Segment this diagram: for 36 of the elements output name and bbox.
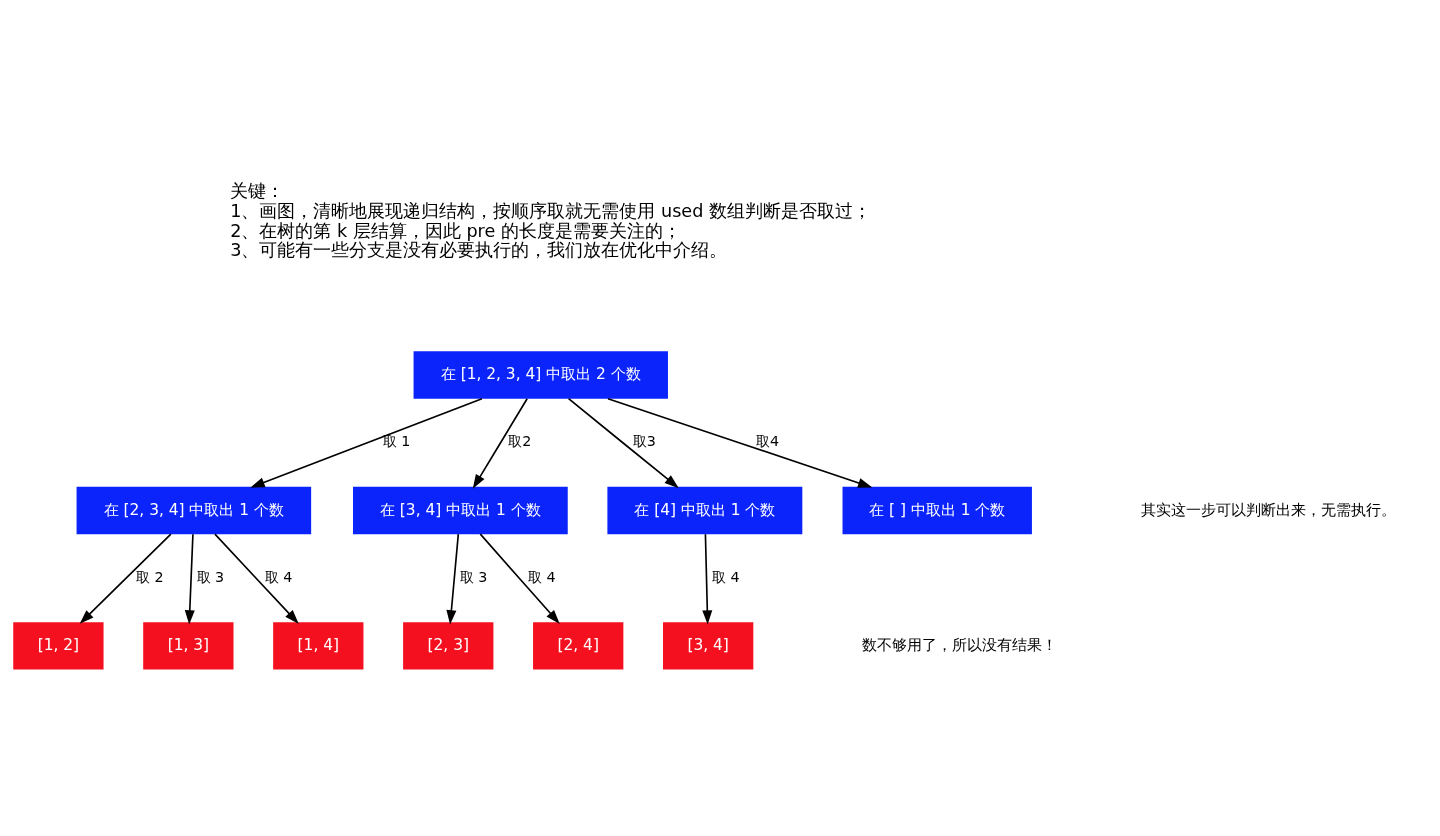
node-box: [1, 3] <box>143 621 234 670</box>
arrow <box>446 532 460 625</box>
node-box: 在 [3, 4] 中取出 1 个数 <box>353 486 568 534</box>
arrow <box>607 397 873 488</box>
arrow <box>214 532 299 624</box>
node-box: 在 [4] 中取出 1 个数 <box>607 486 803 534</box>
arrow <box>250 397 483 488</box>
label: 1、画图，清晰地展现递归结构，按顺序取就无需使用 used 数组判断是否取过； <box>230 200 871 221</box>
edge-label: 取 3 <box>459 568 488 585</box>
edge-label: 取 3 <box>196 568 225 585</box>
arrow <box>184 532 195 625</box>
arrow <box>702 532 713 625</box>
edge-label: 取3 <box>632 432 656 449</box>
node-box: 在 [1, 2, 3, 4] 中取出 2 个数 <box>413 350 668 399</box>
node-box: [1, 4] <box>273 621 364 670</box>
node-box: [1, 2] <box>13 621 104 670</box>
node-box: [3, 4] <box>663 621 754 670</box>
edge-label: 取 1 <box>382 432 411 449</box>
node-box: [2, 4] <box>533 621 624 670</box>
edge-label: 取 4 <box>711 568 740 585</box>
label: 其实这一步可以判断出来，无需执行。 <box>1141 500 1397 519</box>
label: 数不够用了，所以没有结果！ <box>861 635 1057 654</box>
edge-label: 取 4 <box>528 568 556 585</box>
node-box: 在 [2, 3, 4] 中取出 1 个数 <box>76 486 312 534</box>
edge-label: 取4 <box>756 432 780 449</box>
arrow <box>472 397 528 489</box>
arrow <box>479 532 560 624</box>
node-box: 在 [ ] 中取出 1 个数 <box>842 486 1032 534</box>
edge-label: 取 2 <box>135 568 164 585</box>
node-box: [2, 3] <box>403 621 494 670</box>
label: 关键： <box>230 180 285 201</box>
arrow <box>79 532 172 624</box>
arrow <box>567 397 679 488</box>
edge-label: 取 4 <box>264 568 293 585</box>
edge-label: 取2 <box>508 432 532 449</box>
label: 2、在树的第 k 层结算，因此 pre 的长度是需要关注的； <box>230 220 681 241</box>
